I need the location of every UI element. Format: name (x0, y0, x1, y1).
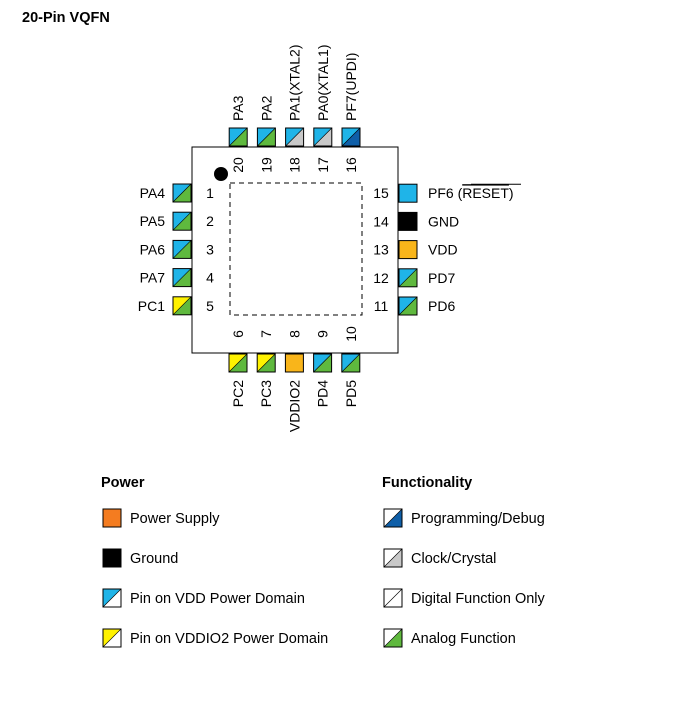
pin-17-pad (313, 127, 333, 147)
pin-1-name: PA4 (140, 185, 166, 201)
pin-12-name: PD7 (428, 270, 455, 286)
pin-11-name: PD6 (428, 298, 455, 314)
pin-15-name-tail: ) (509, 185, 514, 201)
pin-2-pad (172, 211, 192, 231)
pin-1-pad (172, 183, 192, 203)
legend-analog-swatch (383, 628, 403, 648)
legend-clock-swatch (383, 548, 403, 568)
legend-prog_debug-swatch (383, 508, 403, 528)
pin-9-number: 9 (315, 330, 331, 338)
pin-15-number: 15 (373, 185, 389, 201)
legend-prog_debug-label: Programming/Debug (411, 511, 545, 527)
pin-15-name: PF6 (RESET) (428, 185, 514, 201)
pin-18-pad (285, 127, 305, 147)
pin-3-name: PA6 (140, 241, 166, 257)
pin-15-name-main: PF6 ( (428, 185, 463, 201)
diagram-title: 20-Pin VQFN (22, 10, 110, 26)
pin-11-number: 11 (374, 298, 389, 314)
pin-4-name: PA7 (140, 270, 166, 286)
pin-13-pad (398, 240, 418, 260)
pin-6-number: 6 (230, 330, 246, 338)
pin-10-name: PD5 (343, 380, 359, 407)
pin-16-pad (341, 127, 361, 147)
legend-digital-label: Digital Function Only (411, 591, 546, 607)
pin-5-number: 5 (206, 298, 214, 314)
pin-13-number: 13 (373, 242, 389, 258)
pin-20-pad (228, 127, 248, 147)
legend-functionality-heading: Functionality (382, 475, 472, 491)
pin-20-number: 20 (230, 157, 246, 173)
legend-vddio2-swatch (102, 628, 122, 648)
pin-19-pad (256, 127, 276, 147)
pin-16-name: PF7(UPDI) (343, 53, 359, 121)
exposed-pad-outline (229, 182, 363, 316)
legend-ground-label: Ground (130, 551, 178, 567)
pin-7-name: PC3 (258, 380, 274, 407)
pin-9-pad (313, 353, 333, 373)
legend-power_supply-label: Power Supply (130, 511, 220, 527)
pin-20-name: PA3 (230, 95, 246, 121)
pin-8-pad (284, 353, 304, 373)
pin-2-name: PA5 (140, 213, 166, 229)
pin-3-pad (172, 239, 192, 259)
pin-3-number: 3 (206, 241, 214, 257)
pin-8-name: VDDIO2 (286, 380, 302, 432)
pin-8-number: 8 (286, 330, 302, 338)
legend-analog-label: Analog Function (411, 631, 516, 647)
pin-19-name: PA2 (258, 95, 274, 121)
pin-18-number: 18 (287, 157, 303, 173)
pin-14-number: 14 (373, 213, 389, 229)
pin-12-number: 12 (373, 270, 389, 286)
pin-12-pad (398, 268, 418, 288)
pin-7-pad (256, 353, 276, 373)
pin-16-number: 16 (343, 157, 359, 173)
legend-vddio2-label: Pin on VDDIO2 Power Domain (130, 631, 328, 647)
pin-4-number: 4 (206, 270, 214, 286)
pin-5-name: PC1 (138, 298, 165, 314)
pin-14-pad (398, 211, 418, 231)
pin-4-pad (172, 268, 192, 288)
pin-13-name: VDD (428, 242, 458, 258)
pin-17-name: PA0(XTAL1) (315, 44, 331, 121)
pin-6-name: PC2 (230, 380, 246, 407)
pin1-marker (214, 167, 228, 181)
pin-15-name-overbar: RESET (462, 185, 509, 201)
pin-11-pad (398, 296, 418, 316)
legend-ground-swatch (102, 548, 122, 568)
pin-17-number: 17 (315, 157, 331, 173)
pin-1-number: 1 (206, 185, 214, 201)
legend-vdd-label: Pin on VDD Power Domain (130, 591, 305, 607)
pin-18-name: PA1(XTAL2) (287, 44, 303, 121)
legend-vdd-swatch (102, 588, 122, 608)
pin-19-number: 19 (258, 157, 274, 173)
pin-10-pad (341, 353, 361, 373)
pin-2-number: 2 (206, 213, 214, 229)
legend-power_supply-swatch (102, 508, 122, 528)
pin-5-pad (172, 296, 192, 316)
pin-15-pad (398, 183, 418, 203)
legend-digital-swatch (383, 588, 403, 608)
package-body (191, 146, 399, 354)
pin-14-name: GND (428, 213, 459, 229)
pin-6-pad (228, 353, 248, 373)
legend-power-heading: Power (101, 475, 145, 491)
pin-10-number: 10 (343, 326, 359, 342)
pin-9-name: PD4 (315, 380, 331, 407)
legend-clock-label: Clock/Crystal (411, 551, 496, 567)
pin-7-number: 7 (258, 330, 274, 338)
